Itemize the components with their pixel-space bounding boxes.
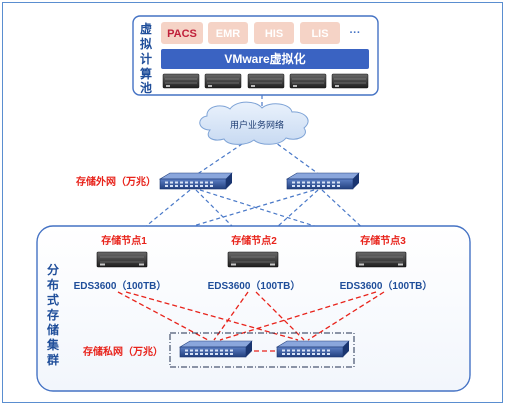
storage-node-name: 存储节点1 — [101, 234, 147, 247]
cluster-char: 式 — [47, 292, 59, 307]
compute-server — [289, 73, 327, 89]
user-network-label: 用户业务网络 — [230, 119, 284, 130]
vmware-bar — [161, 49, 369, 69]
app-label-pacs: PACS — [167, 28, 197, 40]
private-network-label: 存储私网（万兆） — [83, 345, 163, 358]
compute-pool-label: 虚 拟 计 算 池 — [140, 21, 152, 95]
app-label-emr: EMR — [216, 28, 241, 40]
compute-server — [162, 73, 200, 89]
storage-cluster-box — [36, 225, 471, 392]
compute-pool-char: 计 — [140, 51, 152, 66]
storage-node-2: 存储节点2 EDS3600（100TB） — [208, 234, 301, 292]
storage-node-3: 存储节点3 EDS3600（100TB） — [340, 234, 433, 292]
node3-to-priv-switch-right — [307, 291, 385, 341]
private-switch-left — [179, 340, 253, 358]
storage-node-name: 存储节点2 — [231, 234, 277, 247]
storage-node-model: EDS3600（100TB） — [340, 279, 433, 292]
compute-servers — [162, 73, 369, 89]
storage-node-model: EDS3600（100TB） — [74, 279, 167, 292]
cluster-char: 集 — [46, 337, 60, 352]
external-switch-right — [286, 172, 360, 190]
storage-server-icon — [355, 251, 407, 268]
app-list: PACS EMR HIS LIS ··· — [161, 22, 361, 44]
private-switch-right — [276, 340, 350, 358]
cluster-char: 存 — [46, 307, 59, 322]
external-network-label: 存储外网（万兆） — [76, 175, 156, 188]
compute-pool-char: 池 — [140, 80, 152, 95]
node1-to-priv-switch-left — [117, 291, 209, 341]
node2-to-priv-switch-left — [213, 291, 249, 341]
node1-to-priv-switch-right — [125, 291, 299, 341]
app-box-his — [254, 22, 294, 44]
node2-to-priv-switch-right — [255, 291, 305, 341]
compute-pool-char: 拟 — [140, 36, 152, 51]
external-switch-left — [159, 172, 233, 190]
app-box-pacs — [161, 22, 203, 44]
node3-to-priv-switch-left — [219, 291, 377, 341]
storage-server-icon — [96, 251, 148, 268]
app-box-lis — [300, 22, 340, 44]
outer-frame — [2, 2, 503, 403]
cloud-to-switch-left-link — [195, 139, 249, 176]
vmware-label: VMware虚拟化 — [224, 51, 305, 66]
private-network-links — [117, 291, 385, 352]
app-box-emr — [208, 22, 248, 44]
compute-server — [247, 73, 285, 89]
compute-pool-char: 算 — [140, 66, 152, 81]
storage-node-model: EDS3600（100TB） — [208, 279, 301, 292]
private-network-frame — [169, 332, 355, 368]
app-label-his: HIS — [265, 28, 283, 40]
storage-server-icon — [227, 251, 279, 268]
cluster-char: 储 — [47, 322, 59, 337]
user-network-cloud: 用户业务网络 — [199, 101, 309, 145]
compute-pool-char: 虚 — [140, 21, 152, 36]
cluster-char: 群 — [46, 352, 59, 367]
app-label-lis: LIS — [311, 28, 328, 40]
storage-node-name: 存储节点3 — [360, 234, 406, 247]
compute-server — [204, 73, 242, 89]
cluster-char: 布 — [47, 277, 59, 292]
storage-node-1: 存储节点1 EDS3600（100TB） — [74, 234, 167, 292]
cloud-to-switch-right-link — [271, 139, 321, 176]
app-label-more: ··· — [350, 27, 361, 39]
cluster-char: 分 — [47, 262, 59, 277]
storage-cluster-label: 分 布 式 存 储 集 群 — [46, 262, 60, 367]
compute-server — [331, 73, 369, 89]
